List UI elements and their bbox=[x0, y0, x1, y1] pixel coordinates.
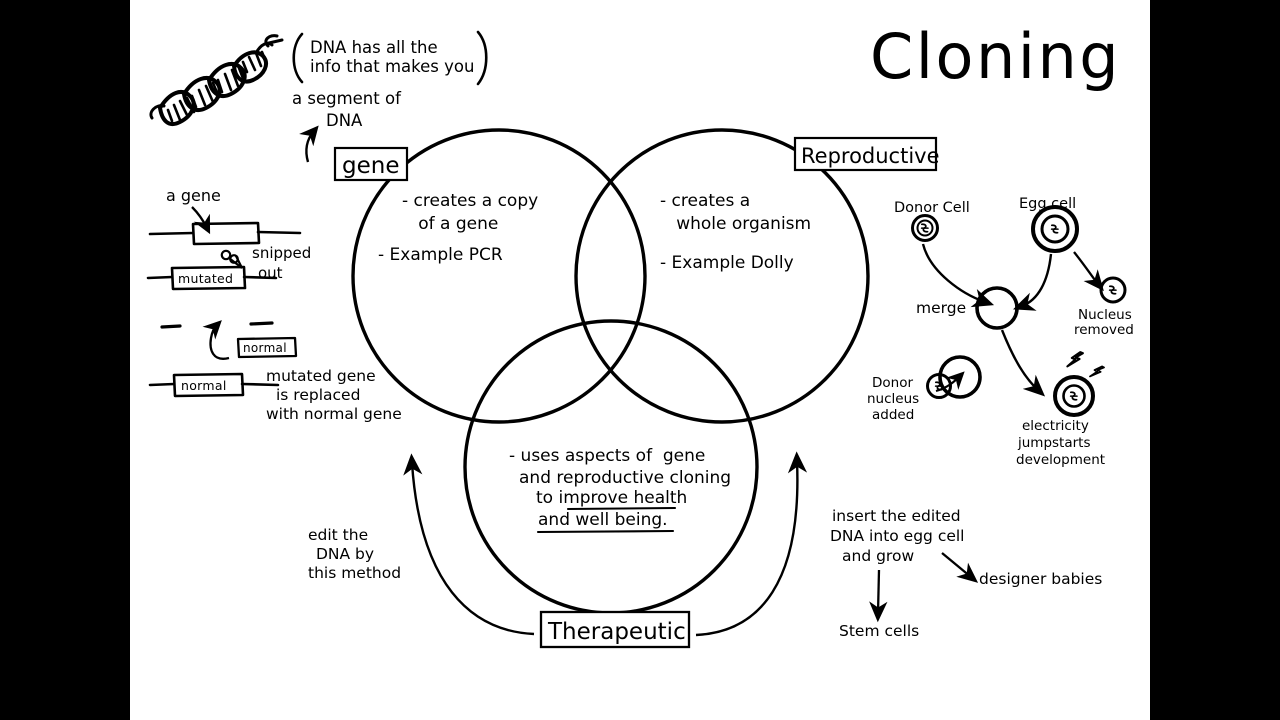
stem-cells-label: Stem cells bbox=[839, 622, 919, 640]
a-gene-arrow bbox=[191, 206, 211, 235]
stem-cells-arrow bbox=[869, 569, 888, 623]
zapped-egg-icon bbox=[1053, 375, 1095, 417]
gene-strand-plain bbox=[148, 221, 302, 246]
gene-strand-broken: normal bbox=[160, 320, 298, 360]
strand-dash-left bbox=[160, 324, 182, 329]
therapeutic-label-box bbox=[539, 610, 691, 649]
dna-segment-note: a segment of DNA bbox=[292, 89, 402, 163]
donor-nucleus-line-1: Donor bbox=[872, 375, 913, 391]
insert-caption-line-3: and grow bbox=[842, 547, 914, 565]
reproductive-bullet-1b: whole organism bbox=[660, 214, 811, 234]
venn-content-reproductive: - creates a whole organism - Example Dol… bbox=[660, 191, 811, 273]
venn-label-reproductive[interactable]: Reproductive bbox=[793, 136, 940, 172]
letterbox-bar-left bbox=[0, 0, 130, 720]
scnt-process-diagram: Donor Cell Egg cell merge bbox=[867, 196, 1134, 468]
reproductive-bullet-1: - creates a bbox=[660, 191, 750, 211]
donor-nucleus-line-3: added bbox=[872, 407, 914, 423]
dna-bubble-line-2: info that makes you bbox=[310, 57, 474, 76]
development-arrow bbox=[1000, 329, 1046, 397]
merge-label: merge bbox=[916, 299, 966, 317]
gene-box-normal bbox=[172, 372, 245, 398]
strand-dash-right bbox=[249, 321, 274, 326]
venn-diagram bbox=[351, 128, 870, 615]
gene-box-empty bbox=[191, 221, 261, 246]
therapeutic-arrow-left bbox=[403, 453, 535, 636]
nucleus-removed-arrow bbox=[1073, 251, 1104, 292]
therapeutic-underline-2 bbox=[536, 529, 675, 534]
gene-bullet-2: - Example PCR bbox=[378, 245, 503, 265]
dna-segment-line-2: DNA bbox=[326, 111, 363, 130]
reproductive-bullet-2: - Example Dolly bbox=[660, 253, 794, 273]
gene-strand-mutated: mutated snipped out bbox=[146, 244, 311, 291]
venn-circle-gene[interactable] bbox=[351, 128, 647, 424]
replace-line-2: is replaced bbox=[276, 386, 360, 404]
designer-babies-arrow bbox=[941, 552, 979, 583]
venn-label-gene[interactable]: gene bbox=[333, 146, 409, 182]
replace-line-3: with normal gene bbox=[266, 405, 402, 423]
donor-cell-icon bbox=[911, 214, 939, 242]
insert-caption-line-1: insert the edited bbox=[832, 507, 961, 525]
insert-arrow bbox=[202, 320, 230, 360]
edit-caption-line-1: edit the bbox=[308, 526, 368, 544]
insert-caption-line-2: DNA into egg cell bbox=[830, 527, 965, 545]
electricity-line-2: jumpstarts bbox=[1017, 435, 1091, 451]
merge-arrow-egg bbox=[1013, 253, 1053, 311]
reproductive-label-text: Reproductive bbox=[801, 144, 940, 168]
snipped-line-1: snipped bbox=[252, 244, 311, 262]
dna-bubble-line-1: DNA has all the bbox=[310, 38, 438, 57]
therapeutic-bullet-2: and reproductive cloning bbox=[519, 468, 731, 488]
dna-segment-arrow bbox=[299, 125, 319, 163]
scissors-icon bbox=[220, 249, 243, 269]
whiteboard-canvas: Cloning bbox=[130, 0, 1150, 720]
gene-label-text: gene bbox=[342, 153, 399, 179]
therapeutic-bullet-3: to improve health bbox=[536, 488, 687, 508]
gene-bullet-1: - creates a copy bbox=[402, 191, 538, 211]
merge-arrow-donor bbox=[921, 243, 995, 308]
page-title: Cloning bbox=[870, 20, 1121, 93]
therapeutic-bullet-4: and well being. bbox=[538, 510, 668, 530]
egg-cell-icon bbox=[1031, 205, 1079, 253]
dna-segment-line-1: a segment of bbox=[292, 89, 402, 108]
electricity-line-1: electricity bbox=[1022, 418, 1089, 434]
bubble-paren-left bbox=[292, 32, 304, 84]
venn-circle-therapeutic[interactable] bbox=[463, 319, 759, 615]
donor-cell-label: Donor Cell bbox=[894, 200, 970, 216]
designer-babies-label: designer babies bbox=[979, 570, 1102, 588]
gene-box-normal-floating bbox=[236, 336, 298, 359]
venn-content-therapeutic: - uses aspects of gene and reproductive … bbox=[509, 446, 731, 534]
gene-box-mutated bbox=[170, 265, 247, 291]
edit-caption-line-2: DNA by bbox=[316, 545, 374, 563]
snipped-line-2: out bbox=[258, 264, 283, 282]
page-title-text: Cloning bbox=[870, 20, 1121, 93]
letterbox-bar-right bbox=[1150, 0, 1280, 720]
electricity-line-3: development bbox=[1016, 452, 1105, 468]
gene-bullet-1b: of a gene bbox=[402, 214, 498, 234]
normal-floating-label: normal bbox=[243, 341, 287, 355]
gene-label-box bbox=[333, 146, 409, 182]
mutated-box-label: mutated bbox=[178, 271, 233, 286]
venn-content-gene: - creates a copy of a gene - Example PCR bbox=[378, 191, 538, 265]
gene-editing-diagram: a gene mutated snipped bbox=[146, 186, 402, 423]
gene-strand-repaired: normal bbox=[148, 372, 280, 398]
a-gene-label: a gene bbox=[166, 186, 221, 205]
dna-info-bubble: DNA has all the info that makes you bbox=[292, 30, 488, 86]
therapeutic-bullet-1: - uses aspects of gene bbox=[509, 446, 705, 466]
therapeutic-label-text: Therapeutic bbox=[547, 619, 686, 645]
donor-nucleus-line-2: nucleus bbox=[867, 391, 919, 407]
therapeutic-arrow-right bbox=[695, 451, 808, 637]
nucleus-removed-line-2: removed bbox=[1074, 322, 1134, 338]
bubble-paren-right bbox=[476, 30, 488, 86]
removed-nucleus-icon bbox=[1099, 276, 1127, 304]
replace-line-1: mutated gene bbox=[266, 367, 376, 385]
edit-caption-line-3: this method bbox=[308, 564, 401, 582]
reproductive-label-box bbox=[793, 136, 938, 172]
dna-helix-icon bbox=[149, 34, 284, 127]
venn-circle-reproductive[interactable] bbox=[574, 128, 870, 424]
venn-label-therapeutic[interactable]: Therapeutic bbox=[539, 610, 691, 649]
nucleus-injection-icon bbox=[926, 355, 982, 399]
normal-box-label: normal bbox=[181, 378, 227, 393]
nucleus-removed-line-1: Nucleus bbox=[1078, 307, 1132, 323]
therapeutic-underline-1 bbox=[566, 506, 677, 511]
enucleated-egg-icon bbox=[975, 286, 1019, 330]
